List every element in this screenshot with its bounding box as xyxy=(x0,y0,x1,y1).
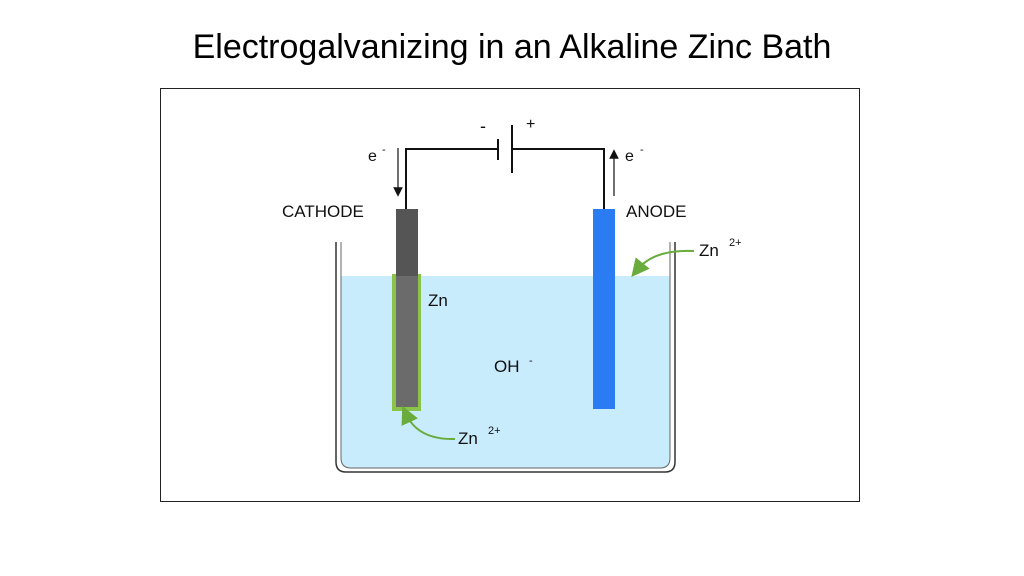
electron-label-right-sup: - xyxy=(640,144,644,156)
electron-label-left-sup: - xyxy=(382,144,386,156)
zinc-ion-label-bottom-sup: 2+ xyxy=(488,425,501,437)
tank xyxy=(335,242,676,473)
electron-label-right: e xyxy=(625,148,634,165)
electron-label-left: e xyxy=(368,148,377,165)
hydroxide-label-sup: - xyxy=(529,355,533,367)
zinc-coating-label: Zn xyxy=(428,291,448,310)
electrolyte xyxy=(341,276,670,468)
wire-left xyxy=(405,148,498,209)
zinc-ion-label-bottom: Zn xyxy=(458,429,478,448)
zinc-ion-arrow-from-anode xyxy=(631,249,695,277)
hydroxide-label: OH xyxy=(494,357,520,376)
zinc-ion-arrow-to-cathode xyxy=(401,405,456,441)
zinc-ion-label-right-sup: 2+ xyxy=(729,237,742,249)
battery-minus-label: - xyxy=(480,116,486,136)
zinc-ion-label-right: Zn xyxy=(699,241,719,260)
tank-inner-wall xyxy=(340,242,671,469)
cathode-label: CATHODE xyxy=(282,202,364,221)
wire-right xyxy=(512,148,605,209)
anode-electrode xyxy=(593,209,615,409)
anode-label: ANODE xyxy=(626,202,686,221)
battery-plus-label: + xyxy=(526,116,535,133)
cathode-electrode xyxy=(396,276,418,407)
page-title: Electrogalvanizing in an Alkaline Zinc B… xyxy=(192,28,832,66)
cathode-electrode-top xyxy=(396,209,418,277)
